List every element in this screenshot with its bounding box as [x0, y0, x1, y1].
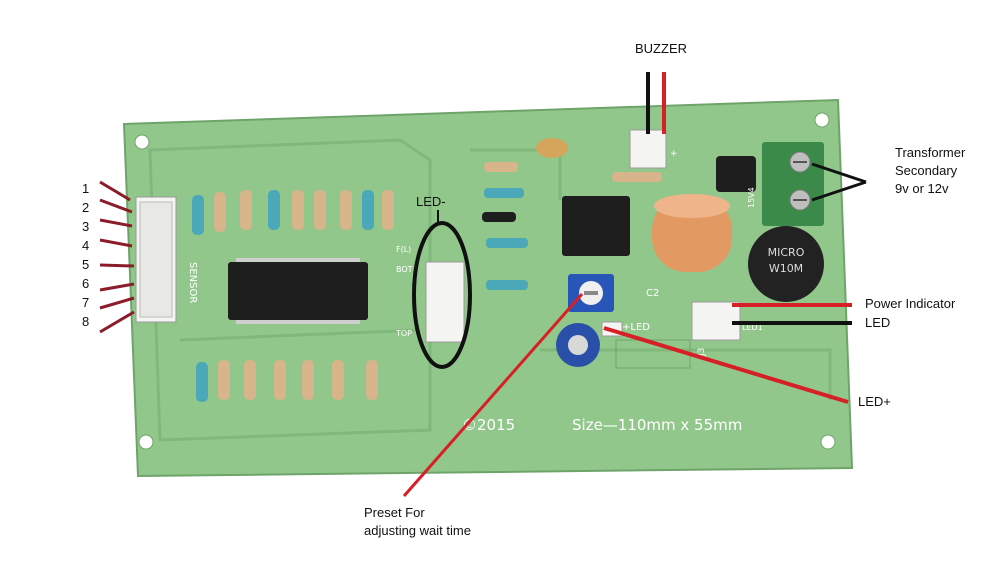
top-text: TOP	[395, 329, 412, 338]
pin-number-6: 6	[82, 276, 90, 291]
pin-number-1: 1	[82, 181, 90, 196]
bridge-rectifier: MICRO W10M	[748, 226, 824, 302]
rectifier-label-2: W10M	[769, 262, 803, 275]
resistors-bottom-row	[196, 360, 378, 402]
pin-arrows	[99, 180, 135, 334]
power-indicator-label-line1: Power Indicator	[865, 296, 956, 311]
buzzer-label: BUZZER	[635, 41, 687, 56]
voltage-regulator	[716, 156, 756, 192]
plus-led-text: +LED	[622, 322, 650, 333]
middle-components	[482, 138, 662, 290]
pin-number-7: 7	[82, 295, 90, 310]
led-minus-label: LED-	[416, 194, 446, 209]
ic-chip	[228, 258, 368, 324]
preset-line	[402, 293, 584, 497]
rectifier-label-1: MICRO	[768, 246, 805, 259]
terminal-block	[762, 142, 824, 226]
pin-number-5: 5	[82, 257, 90, 272]
preset-potentiometer	[568, 274, 614, 312]
buzzer-connector	[629, 129, 667, 169]
power-indicator-label-line2: LED	[865, 315, 891, 330]
size-text: Size—110mm x 55mm	[572, 416, 742, 434]
led-plus-line	[603, 326, 849, 404]
silkscreen: ©2015 Size—110mm x 55mm SENSOR C2 +LED J…	[187, 149, 763, 434]
pin-number-3: 3	[82, 219, 90, 234]
preset-label-line2: adjusting wait time	[364, 523, 471, 538]
preset-label-line1: Preset For	[364, 505, 425, 520]
plus-text: +	[670, 149, 678, 159]
bot-text: BOT	[396, 265, 413, 274]
transformer-label-line1: Transformer	[895, 145, 966, 160]
ic-8pin	[562, 196, 630, 256]
sensor-connector	[135, 196, 177, 323]
small-capacitor	[556, 323, 600, 367]
led-plus-label: LED+	[858, 394, 891, 409]
pin-number-8: 8	[82, 314, 90, 329]
power-indicator-wires	[732, 303, 852, 325]
led1-text: LED1	[742, 323, 763, 332]
pin-number-4: 4	[82, 238, 90, 253]
transformer-arrows	[811, 162, 867, 202]
c2-text: C2	[646, 288, 659, 299]
led-minus-connector	[425, 261, 465, 343]
transformer-label-line2: Secondary	[895, 163, 958, 178]
led-minus-callout	[412, 210, 472, 369]
copyright-text: ©2015	[462, 416, 515, 434]
transformer-label-line3: 9v or 12v	[895, 181, 949, 196]
j3-text: J3	[697, 348, 707, 357]
rectifier-silk-text: 15V4	[747, 187, 756, 208]
resistors-top-row	[192, 190, 394, 235]
buzzer-wires	[646, 72, 666, 134]
electrolytic-capacitor	[652, 194, 732, 272]
full-text: F(L)	[396, 245, 411, 254]
sensor-text: SENSOR	[187, 262, 198, 303]
pin-number-2: 2	[82, 200, 90, 215]
